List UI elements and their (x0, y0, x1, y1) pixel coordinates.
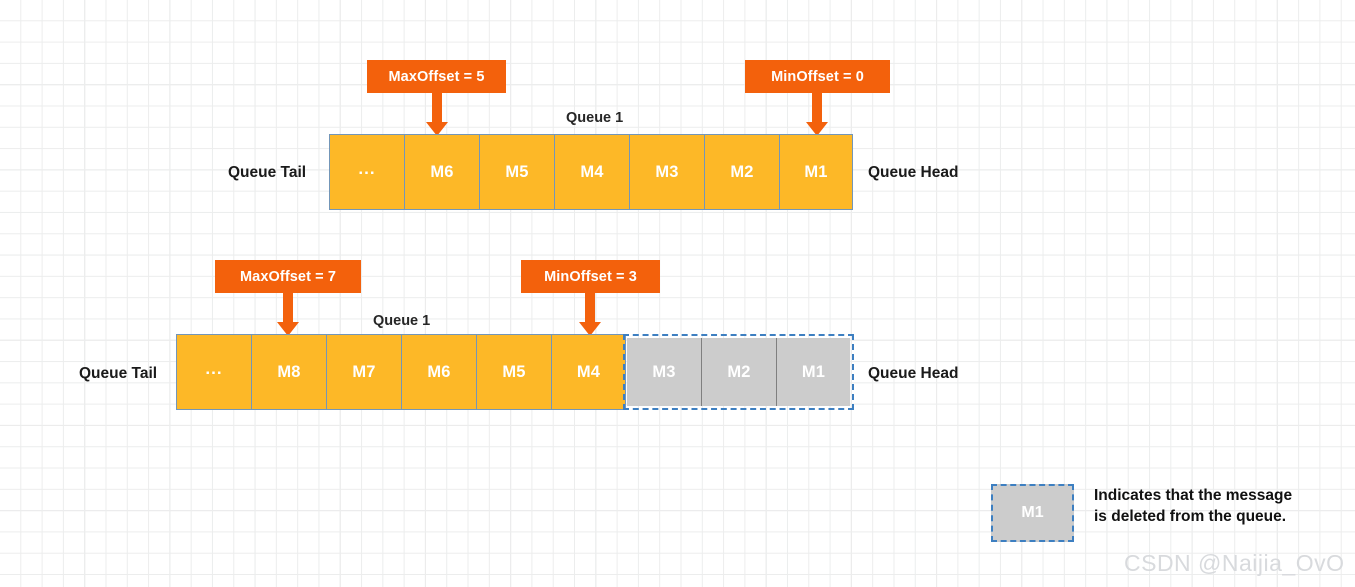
row2-segment-m2-deleted[interactable]: M2 (702, 338, 777, 406)
row2-segment-m7[interactable]: M7 (326, 334, 401, 410)
row2-segment-m8[interactable]: M8 (251, 334, 326, 410)
row1-segment-m6[interactable]: M6 (404, 134, 479, 210)
row1-segment-m4[interactable]: M4 (554, 134, 629, 210)
row1-queue-tail-label: Queue Tail (228, 164, 307, 181)
row1-segment-m1[interactable]: M1 (779, 134, 853, 210)
row1-min-offset-callout[interactable]: MinOffset = 0 (745, 60, 890, 93)
row2-segment-m1-deleted[interactable]: M1 (777, 338, 850, 406)
row2-segment-ellipsis[interactable]: ... (176, 334, 251, 410)
row1-min-offset-arrow-shaft (812, 93, 822, 124)
row2-max-offset-arrow-shaft (283, 293, 293, 324)
row2-segment-m4[interactable]: M4 (551, 334, 626, 410)
row2-max-offset-arrow-head (277, 322, 299, 336)
row1-segment-m2[interactable]: M2 (704, 134, 779, 210)
row1-segment-ellipsis[interactable]: ... (329, 134, 404, 210)
row1-min-offset-arrow-head (806, 122, 828, 136)
legend-description: Indicates that the message is deleted fr… (1094, 487, 1293, 525)
row1-max-offset-arrow-head (426, 122, 448, 136)
row2-segment-m6[interactable]: M6 (401, 334, 476, 410)
row1-max-offset-arrow-shaft (432, 93, 442, 124)
row2-segment-m5[interactable]: M5 (476, 334, 551, 410)
watermark: CSDN @Naijia_OvO (1124, 550, 1345, 576)
row2-queue-head-label: Queue Head (868, 365, 959, 382)
row2-segment-m3-deleted[interactable]: M3 (627, 338, 702, 406)
row2-deleted-group: M3 M2 M1 (623, 334, 854, 410)
legend-deleted-swatch: M1 (991, 484, 1074, 542)
row2-min-offset-arrow-head (579, 322, 601, 336)
row2-queue-title: Queue 1 (373, 313, 431, 329)
row1-segment-m3[interactable]: M3 (629, 134, 704, 210)
row2-min-offset-arrow-shaft (585, 293, 595, 324)
row1-queue-head-label: Queue Head (868, 164, 959, 181)
row2-queue-tail-label: Queue Tail (79, 365, 158, 382)
row1-message-strip: ... M6 M5 M4 M3 M2 M1 (329, 134, 853, 210)
row2-min-offset-callout[interactable]: MinOffset = 3 (521, 260, 660, 293)
row2-max-offset-callout[interactable]: MaxOffset = 7 (215, 260, 361, 293)
row1-segment-m5[interactable]: M5 (479, 134, 554, 210)
row2-message-strip: ... M8 M7 M6 M5 M4 (176, 334, 626, 410)
row1-max-offset-callout[interactable]: MaxOffset = 5 (367, 60, 506, 93)
row1-queue-title: Queue 1 (566, 110, 624, 126)
